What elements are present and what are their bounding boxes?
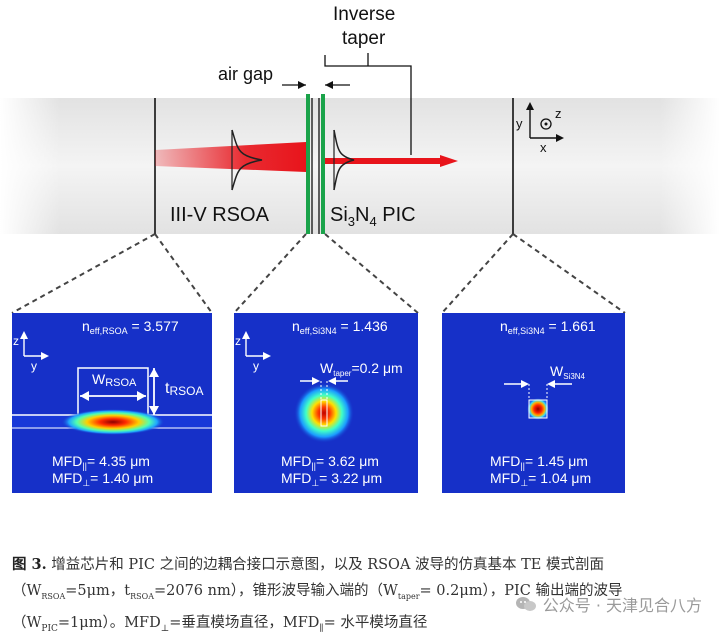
chip-schematic: III-V RSOA Si3N4 PIC air gap Inverse tap… bbox=[0, 4, 720, 234]
svg-text:z: z bbox=[235, 334, 241, 348]
taper-axes: z y bbox=[235, 331, 271, 373]
coupling-diagram: III-V RSOA Si3N4 PIC air gap Inverse tap… bbox=[0, 4, 720, 493]
panel-pic: neff,Si3N4 = 1.661 WSi3N4 MFD||= 1.45 μm… bbox=[442, 313, 625, 493]
rsoa-beam bbox=[155, 142, 306, 172]
panel-taper: neff,Si3N4 = 1.436 z y Wtaper=0.2 μm MFD… bbox=[234, 313, 418, 493]
taper-mfd-parallel: MFD||= 3.62 μm bbox=[281, 453, 379, 471]
air-gap-label: air gap bbox=[218, 64, 273, 84]
pic-width-label: WSi3N4 bbox=[550, 363, 586, 381]
pic-facet-coating bbox=[321, 94, 325, 234]
chip-body bbox=[0, 98, 720, 234]
rsoa-label: III-V RSOA bbox=[170, 204, 270, 226]
taper-width-label: Wtaper=0.2 μm bbox=[320, 360, 403, 378]
top-axes: y z x bbox=[516, 102, 564, 155]
watermark-text: 公众号 · 天津见合八方 bbox=[542, 596, 702, 615]
rsoa-neff: neff,RSOA = 3.577 bbox=[82, 318, 179, 336]
air-gap-arrowhead-left bbox=[298, 81, 306, 89]
panel-rsoa-background bbox=[12, 313, 212, 493]
top-axis-y: y bbox=[516, 116, 523, 131]
top-axis-x: x bbox=[540, 140, 547, 155]
svg-text:z: z bbox=[13, 334, 19, 348]
rsoa-width-label: WRSOA bbox=[92, 371, 137, 389]
rsoa-axes: z y bbox=[13, 331, 49, 373]
figure-caption: 图 3. 增益芯片和 PIC 之间的边耦合接口示意图，以及 RSOA 波导的仿真… bbox=[12, 556, 623, 634]
taper-core-outline bbox=[320, 399, 328, 427]
pic-label: Si3N4 PIC bbox=[330, 204, 416, 229]
taper-neff: neff,Si3N4 = 1.436 bbox=[292, 318, 388, 336]
panel-rsoa: neff,RSOA = 3.577 z y WRSOA tRSOA MFD||=… bbox=[12, 313, 212, 493]
chip-fade-left bbox=[0, 98, 60, 234]
pic-beam bbox=[325, 158, 455, 164]
top-axis-z: z bbox=[555, 106, 562, 121]
pic-mode-field bbox=[527, 398, 549, 420]
pic-core-outline bbox=[528, 399, 548, 419]
rsoa-mode-field bbox=[61, 409, 165, 435]
svg-text:y: y bbox=[31, 359, 37, 373]
pic-mfd-perp: MFD⊥= 1.04 μm bbox=[490, 470, 591, 488]
zoom-lines bbox=[11, 233, 626, 314]
rsoa-mfd-parallel: MFD||= 4.35 μm bbox=[52, 453, 150, 471]
watermark: 公众号 · 天津见合八方 bbox=[515, 592, 702, 616]
z-out-of-plane-icon bbox=[540, 118, 552, 130]
inverse-taper-label-2: taper bbox=[342, 28, 386, 49]
rsoa-mode-profile bbox=[231, 129, 263, 191]
chip-fade-right bbox=[660, 98, 720, 234]
rsoa-mfd-perp: MFD⊥= 1.40 μm bbox=[52, 470, 153, 488]
rsoa-facet-coating bbox=[306, 94, 310, 234]
inverse-taper-label-1: Inverse bbox=[333, 4, 395, 25]
svg-text:y: y bbox=[253, 359, 259, 373]
taper-mfd-perp: MFD⊥= 3.22 μm bbox=[281, 470, 382, 488]
taper-mode-field bbox=[294, 383, 354, 443]
pic-mfd-parallel: MFD||= 1.45 μm bbox=[490, 453, 588, 471]
wechat-icon bbox=[515, 597, 536, 611]
rsoa-thickness-label: tRSOA bbox=[165, 380, 203, 398]
pic-beam-arrow bbox=[440, 155, 458, 167]
air-gap-arrowhead-right bbox=[325, 81, 333, 89]
pic-mode-profile bbox=[333, 129, 355, 191]
pic-neff: neff,Si3N4 = 1.661 bbox=[500, 318, 596, 336]
rsoa-ridge-outline bbox=[12, 367, 212, 416]
caption-figure-label: 图 3. bbox=[12, 556, 47, 573]
